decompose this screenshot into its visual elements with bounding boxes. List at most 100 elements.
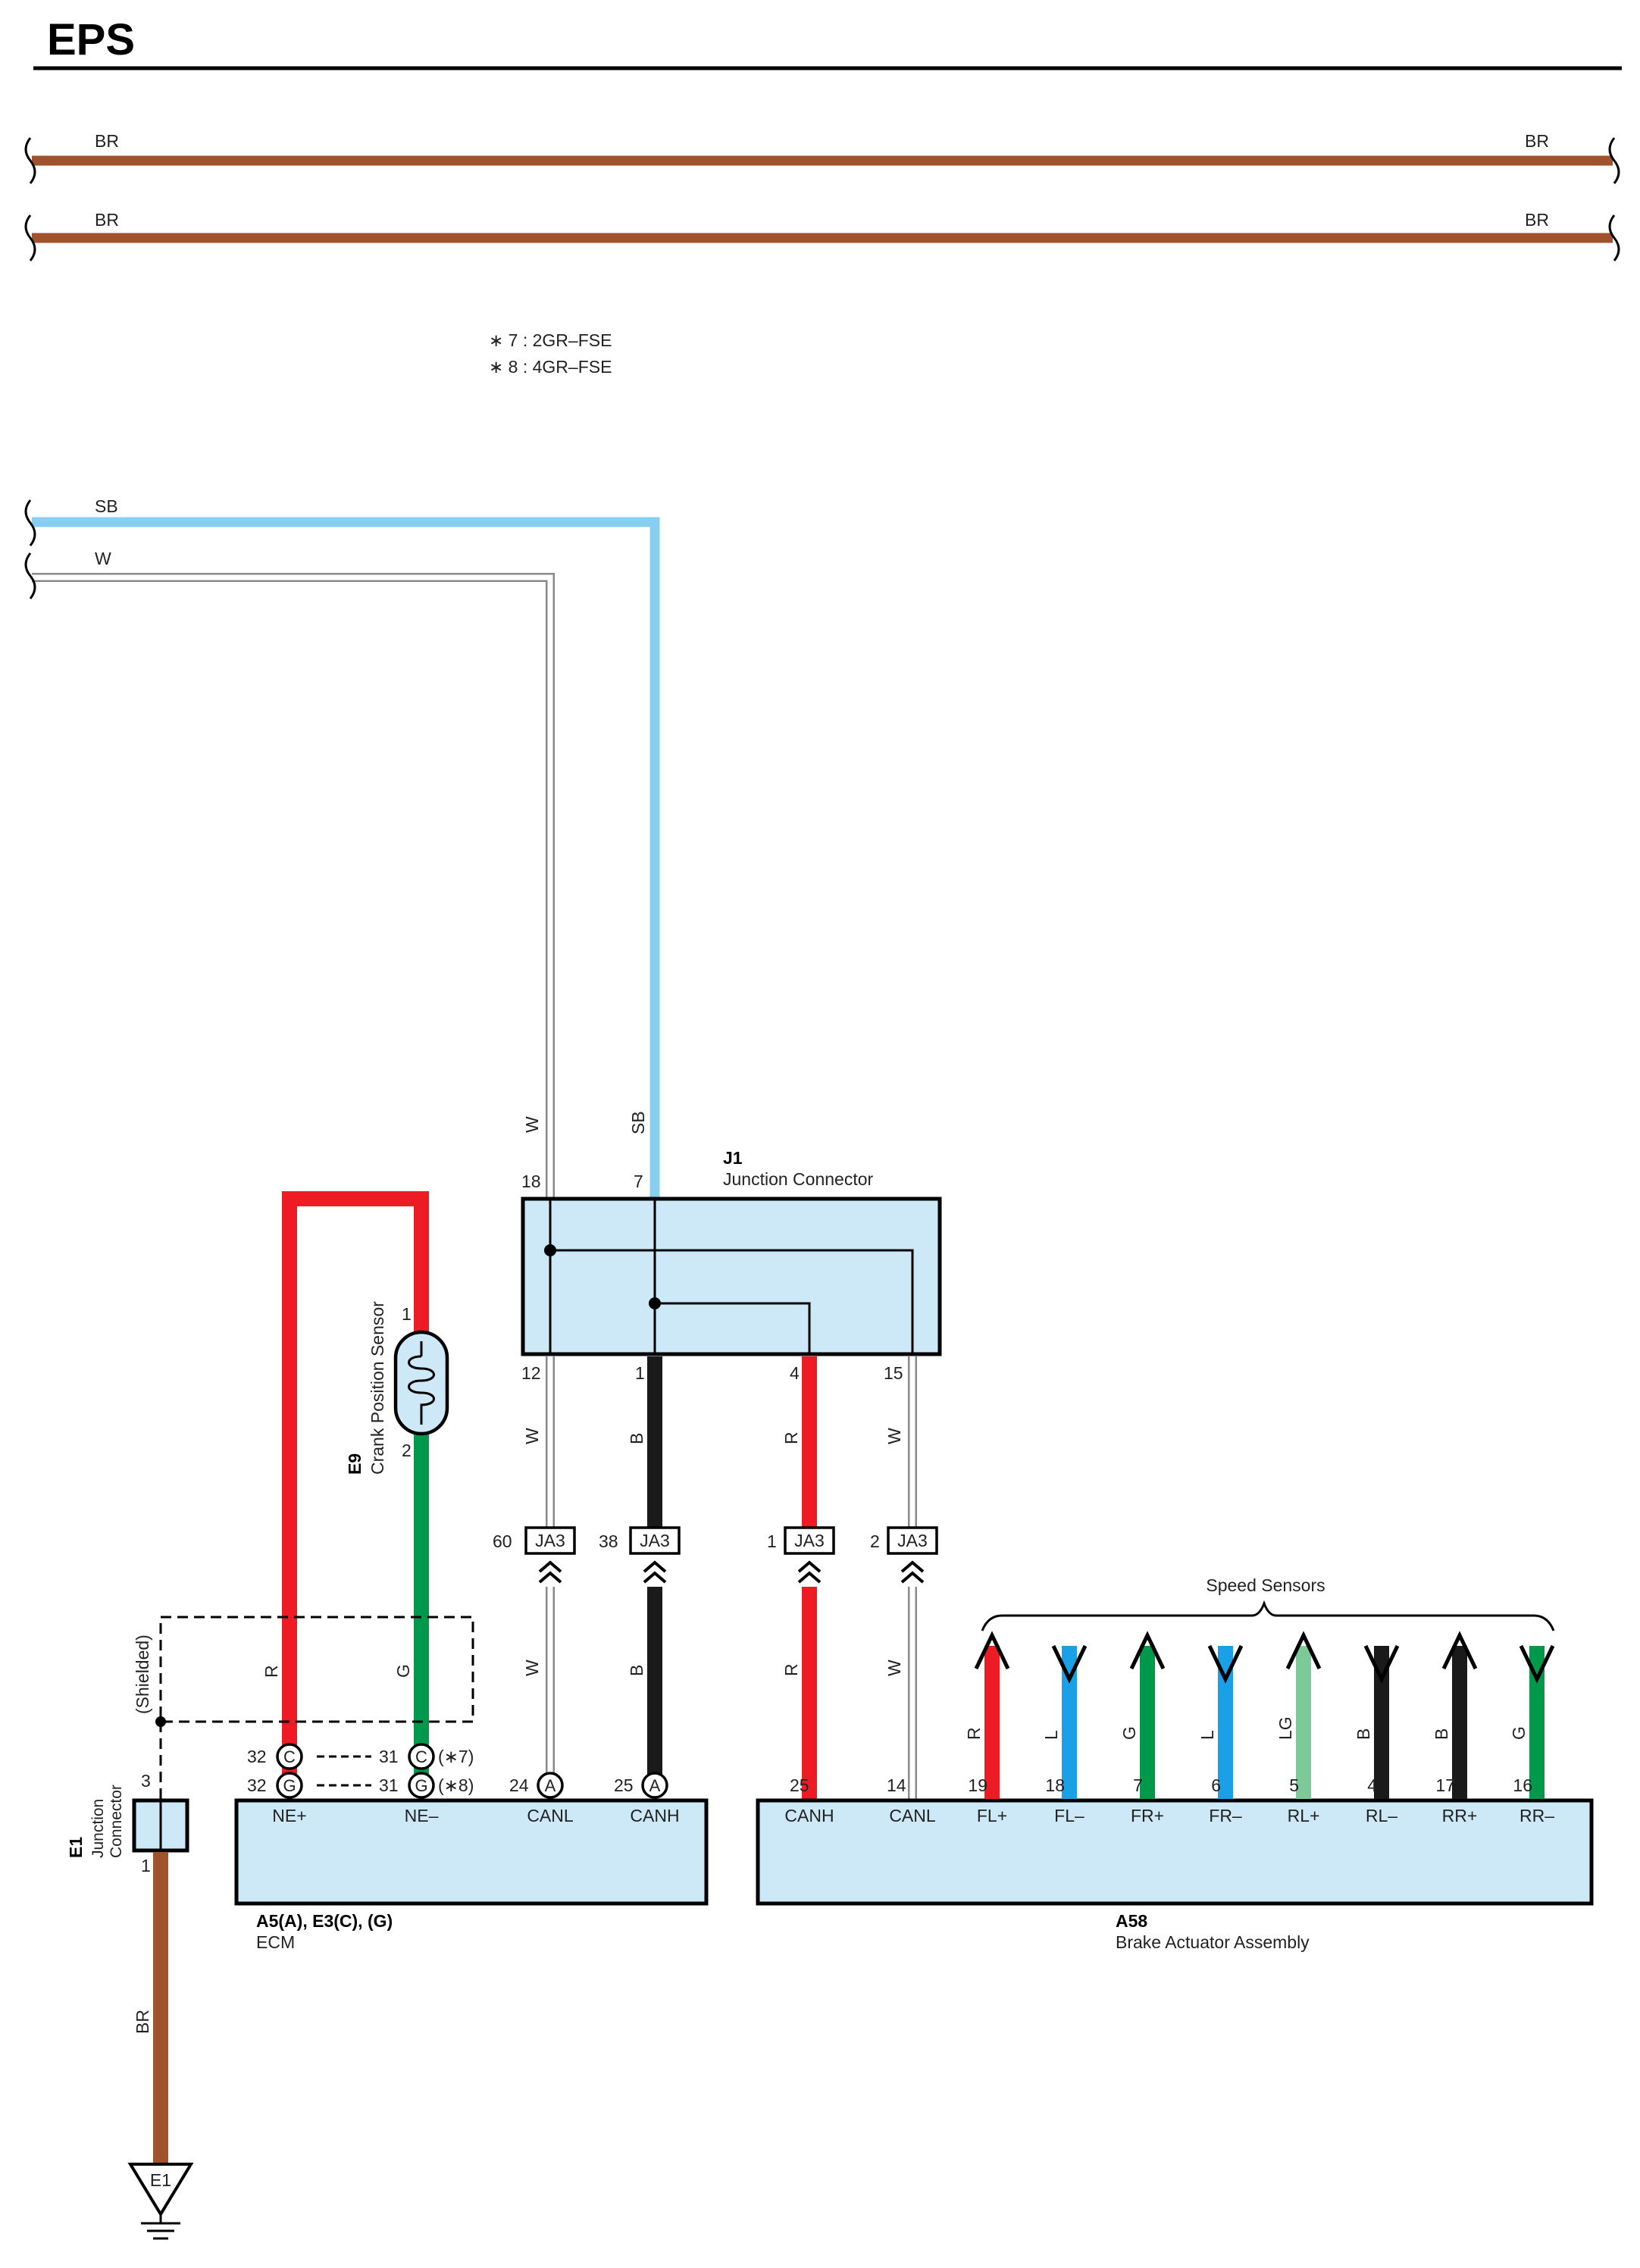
ecm-canh-conn: A [649, 1776, 661, 1795]
arrow-up-icon [974, 1631, 1010, 1670]
crank-sensor-pin-2: 2 [402, 1441, 412, 1460]
ecm-term-canl: CANL [527, 1806, 574, 1825]
ecm-code: A5(A), E3(C), (G) [256, 1911, 393, 1931]
ecm-note-7: (∗7) [438, 1747, 474, 1766]
sensor-terminal-label: FL– [1054, 1806, 1084, 1825]
crank-sensor-name: Crank Position Sensor [368, 1301, 387, 1475]
j1-wire-b-label: B [627, 1433, 646, 1444]
ecm-ne-plus-pins: C G 32 32 [247, 1743, 303, 1799]
j1-pin-18: 18 [521, 1172, 541, 1191]
j1-code: J1 [723, 1148, 743, 1168]
lower-wire-b-label: B [627, 1665, 646, 1676]
sb-wire-label: SB [95, 496, 118, 516]
page-title: EPS [47, 15, 135, 64]
ja3-2-pin: 2 [870, 1531, 880, 1551]
shielded-label: (Shielded) [133, 1635, 152, 1714]
brake-term-canl: CANL [889, 1806, 936, 1825]
j1-wire-r-label: R [781, 1431, 801, 1444]
lower-wire-w2-label: W [884, 1660, 904, 1676]
ecm-canl-conn: A [545, 1776, 556, 1795]
note-7: ∗ 7 : 2GR–FSE [489, 330, 612, 350]
sensor-wire-color-label: B [1432, 1728, 1451, 1740]
lower-wire-r-label: R [781, 1663, 801, 1676]
j1-pin-1: 1 [635, 1363, 645, 1383]
splice-dot-w [544, 1244, 556, 1256]
shield-g-label: G [393, 1664, 413, 1678]
sensor-terminal-label: FR– [1209, 1806, 1242, 1825]
sensor-wire-color-label: G [1509, 1726, 1529, 1740]
coil-icon [408, 1355, 435, 1409]
sensor-wire-color-label: R [964, 1727, 984, 1740]
sensor-pin-number: 17 [1435, 1775, 1455, 1795]
br-wire-1-left-label: BR [95, 131, 119, 151]
ja3-connector-1: JA3 1 [767, 1526, 835, 1584]
arrow-up-icon [1129, 1631, 1166, 1670]
br-wire-2: BR BR [24, 210, 1620, 261]
ecm-ne-minus-pin-b: 31 [379, 1775, 399, 1795]
sensor-terminal-label: RR– [1520, 1806, 1554, 1825]
sensor-wire-color-label: L [1041, 1730, 1061, 1740]
sensor-pin-number: 7 [1133, 1775, 1143, 1795]
arrow-down-icon [1051, 1644, 1088, 1684]
ecm-term-canh: CANH [630, 1806, 679, 1825]
ecm-ne-plus-conn-g: G [283, 1776, 296, 1795]
j1-pin-15: 15 [884, 1363, 903, 1383]
j1-pin-4: 4 [790, 1363, 800, 1383]
brake-code: A58 [1116, 1911, 1147, 1931]
sensor-pin-number: 6 [1211, 1775, 1221, 1795]
j1-sb-label: SB [628, 1111, 648, 1134]
sensor-wire-color-label: B [1354, 1728, 1373, 1740]
ecm-ne-minus-pins: C G 31 31 (∗7) (∗8) [379, 1743, 474, 1799]
ecm-ne-minus-conn-g: G [415, 1776, 427, 1795]
j1-junction-connector: J1 Junction Connector [521, 1148, 942, 1356]
sensor-wire-color-label: LG [1275, 1716, 1295, 1740]
speed-sensor-rl-minus: B 4RL– [1354, 1644, 1400, 1825]
sensor-terminal-label: FL+ [977, 1806, 1007, 1825]
crank-position-sensor: 1 2 E9 Crank Position Sensor [345, 1301, 449, 1475]
ja3-60-pin: 60 [493, 1531, 512, 1551]
br-wire-1: BR BR [24, 131, 1620, 184]
sensor-terminal-label: RL– [1366, 1806, 1397, 1825]
ecm-canl-pin: A 24 [509, 1772, 564, 1799]
arrow-up-icon [1285, 1631, 1322, 1670]
speed-sensor-rl-plus: LG 5RL+ [1275, 1631, 1322, 1825]
crank-sensor-pin-1: 1 [402, 1304, 412, 1324]
ecm-ne-plus-conn-c: C [283, 1747, 296, 1766]
ecm-name: ECM [256, 1932, 295, 1952]
brake-pin-14: 14 [887, 1775, 906, 1795]
splice-dot-sb [649, 1297, 661, 1309]
ja3-1-pin: 1 [767, 1531, 777, 1551]
brake-name: Brake Actuator Assembly [1116, 1932, 1310, 1952]
e1-bottom-pin: 1 [141, 1856, 151, 1875]
ground-symbol: E1 [127, 2163, 194, 2240]
e1-top-pin: 3 [141, 1771, 151, 1791]
sensor-pin-number: 16 [1513, 1775, 1532, 1795]
sb-wire: SB [24, 496, 660, 1197]
j1-pin-12: 12 [521, 1363, 541, 1383]
speed-sensor-wires: R19FL+L18FL–G7FR+L6FR–LG5RL+B4RL–B17RR+G… [964, 1631, 1555, 1825]
sensor-pin-number: 4 [1367, 1775, 1377, 1795]
shield-r-label: R [261, 1665, 281, 1678]
e1-name-line2: Connector [108, 1785, 125, 1858]
ecm-term-ne-minus: NE– [405, 1806, 439, 1825]
w-wire-label: W [95, 549, 111, 568]
ja3-38-pin: 38 [599, 1531, 618, 1551]
ja3-connector-38: JA3 38 [599, 1526, 681, 1584]
sensor-pin-number: 5 [1289, 1775, 1299, 1795]
e1-junction-connector: 3 1 E1 Junction Connector [66, 1771, 189, 1875]
brake-pin-25: 25 [790, 1775, 809, 1795]
e1-code: E1 [66, 1837, 86, 1858]
sensor-terminal-label: RL+ [1288, 1806, 1320, 1825]
ecm-ne-minus-pin-a: 31 [379, 1747, 399, 1766]
ja3-60-label: JA3 [535, 1531, 565, 1550]
j1-wire-w2-label: W [884, 1428, 904, 1444]
ja3-connector-2: JA3 2 [870, 1526, 938, 1584]
ja3-38-label: JA3 [640, 1531, 670, 1550]
ja3-connector-60: JA3 60 [493, 1526, 576, 1584]
note-8: ∗ 8 : 4GR–FSE [489, 357, 612, 377]
arrow-down-icon [1519, 1644, 1555, 1684]
